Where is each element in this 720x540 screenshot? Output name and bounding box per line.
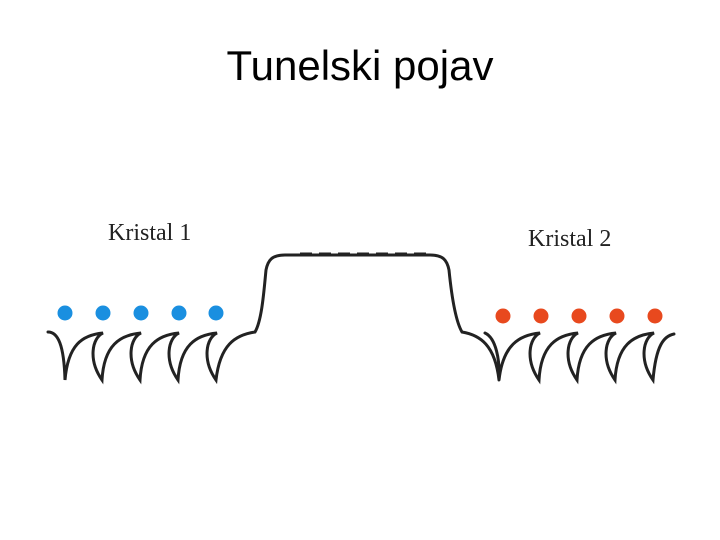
- crystal-1-label: Kristal 1: [108, 220, 192, 246]
- particle: [533, 308, 549, 324]
- slide-title: Tunelski pojav: [226, 42, 494, 89]
- crystal-2-label: Kristal 2: [528, 226, 612, 252]
- particle: [495, 308, 511, 324]
- particle: [208, 305, 224, 321]
- crystal-2-particles: [495, 308, 663, 324]
- particle: [133, 305, 149, 321]
- particle: [647, 308, 663, 324]
- particle: [171, 305, 187, 321]
- crystal-1-particles: [57, 305, 224, 321]
- particle: [95, 305, 111, 321]
- particle: [571, 308, 587, 324]
- particle: [57, 305, 73, 321]
- potential-curve: [46, 253, 676, 385]
- particle: [609, 308, 625, 324]
